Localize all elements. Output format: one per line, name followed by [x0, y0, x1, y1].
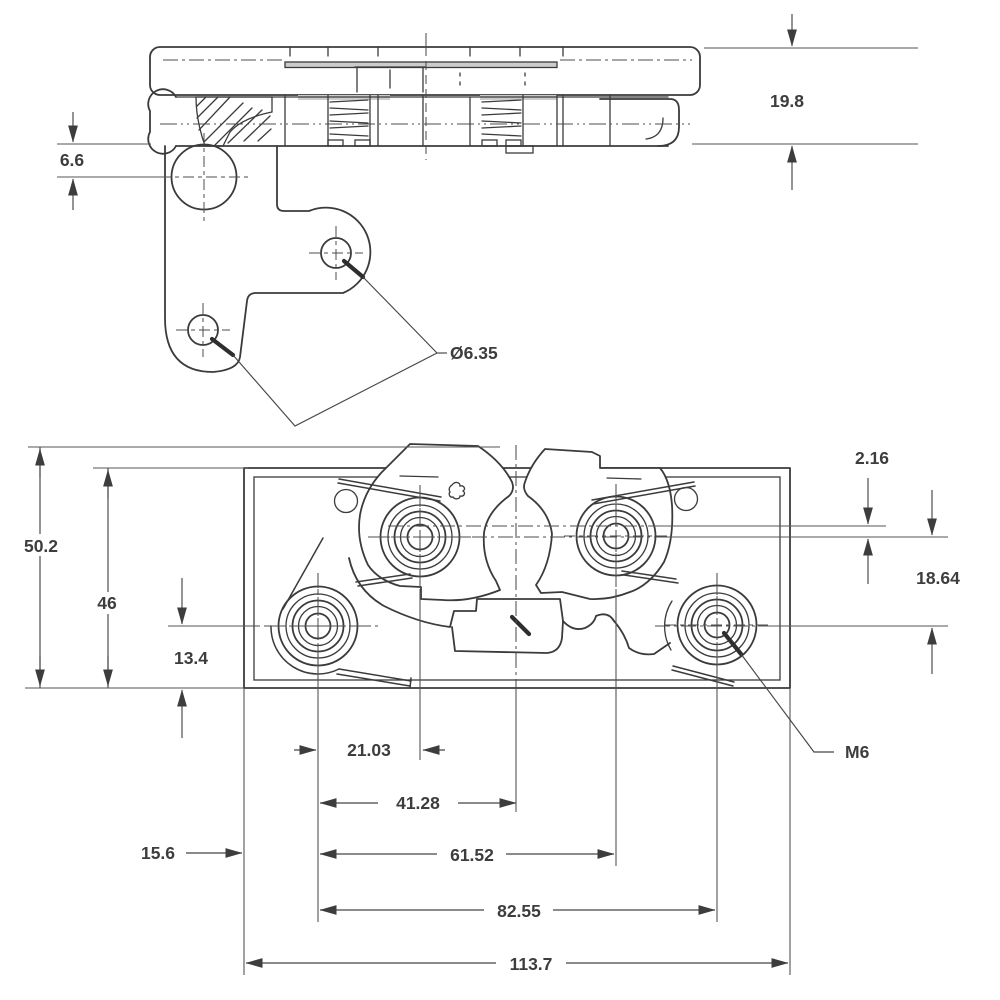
label-center-to-hole-row: 2.16: [855, 448, 889, 468]
mount-hole-upper: [309, 226, 363, 280]
dimension-labels: 19.8 6.6 Ø6.35 50.2 46 13.4 2.16 18.64 2…: [18, 91, 960, 974]
stamp-mark: [448, 481, 466, 500]
label-thread-callout: M6: [845, 742, 870, 762]
spring-post-right: [673, 486, 699, 512]
front-view-centerlines: [245, 445, 758, 690]
pivot-hole: [160, 133, 248, 221]
spring-coil-section-left: [327, 99, 371, 147]
housing-profile: [348, 557, 671, 656]
dim-6-6: [57, 112, 166, 210]
section-hatch-wedge: [195, 96, 273, 147]
label-hole-pitch-4: 82.55: [497, 901, 541, 921]
extension-lines: [25, 446, 948, 975]
label-hole-pitch-1: 21.03: [347, 740, 391, 760]
label-body-height: 46: [97, 593, 117, 613]
label-plate-thickness: 19.8: [770, 91, 804, 111]
label-overall-width: 113.7: [510, 954, 553, 974]
top-plate-outline: [149, 46, 701, 96]
spring-post-left: [333, 488, 359, 514]
label-hole-to-bottom: 13.4: [174, 648, 208, 668]
bracket-outline: [164, 145, 372, 373]
spring-coil-section-right: [481, 99, 522, 147]
plate-inner-block: [354, 66, 526, 93]
label-overall-height: 50.2: [24, 536, 58, 556]
front-view: [25, 443, 948, 975]
label-hole-pitch-3: 61.52: [450, 845, 494, 865]
spring-wires: [270, 478, 735, 689]
body-inner-plate: [253, 476, 781, 681]
label-edge-to-first-hole: 15.6: [141, 843, 175, 863]
rivet-slot: [509, 614, 532, 637]
diameter-leader: [209, 258, 447, 427]
label-hole-diameter: Ø6.35: [450, 343, 498, 363]
label-pivot-offset: 6.6: [60, 150, 85, 170]
mount-hole-lower: [176, 303, 230, 357]
m6-leader: [721, 630, 834, 753]
dim-19-8: [692, 14, 918, 190]
label-hole-row-spacing: 18.64: [916, 568, 960, 588]
top-plate-ticks: [289, 46, 564, 57]
lower-right-outer-arc: [663, 600, 673, 651]
body-outer-plate: [243, 467, 791, 689]
side-view: [57, 14, 918, 427]
middle-band: [147, 88, 690, 155]
label-hole-pitch-2: 41.28: [396, 793, 440, 813]
